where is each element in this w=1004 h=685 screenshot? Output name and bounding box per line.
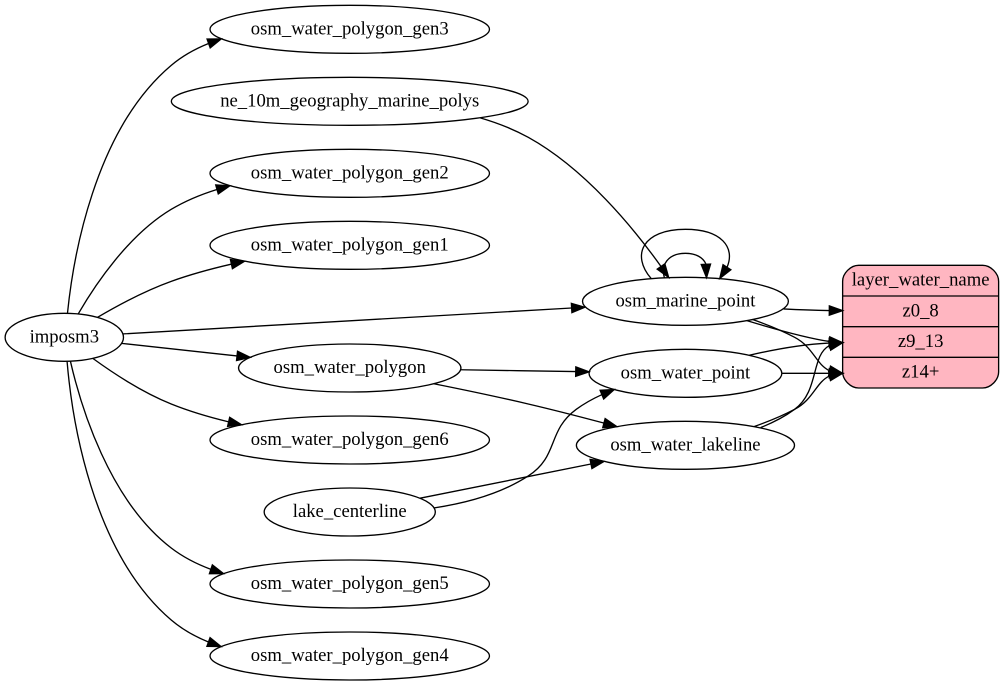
svg-text:osm_water_polygon_gen3: osm_water_polygon_gen3 (251, 18, 449, 39)
svg-text:lake_centerline: lake_centerline (293, 501, 407, 522)
svg-text:osm_water_point: osm_water_point (621, 362, 751, 383)
svg-text:osm_water_polygon_gen4: osm_water_polygon_gen4 (251, 645, 450, 666)
svg-text:osm_marine_point: osm_marine_point (615, 290, 756, 311)
svg-text:z9_13: z9_13 (898, 331, 944, 352)
svg-text:imposm3: imposm3 (30, 326, 99, 347)
svg-text:osm_water_polygon: osm_water_polygon (274, 357, 427, 378)
svg-text:osm_water_polygon_gen2: osm_water_polygon_gen2 (251, 162, 449, 183)
svg-text:z14+: z14+ (902, 362, 939, 383)
svg-text:z0_8: z0_8 (902, 300, 938, 321)
svg-text:ne_10m_geography_marine_polys: ne_10m_geography_marine_polys (220, 90, 479, 111)
svg-text:osm_water_polygon_gen6: osm_water_polygon_gen6 (251, 429, 449, 450)
svg-text:osm_water_polygon_gen1: osm_water_polygon_gen1 (251, 234, 449, 255)
svg-text:osm_water_lakeline: osm_water_lakeline (610, 434, 760, 455)
svg-text:osm_water_polygon_gen5: osm_water_polygon_gen5 (251, 573, 449, 594)
svg-text:layer_water_name: layer_water_name (852, 270, 990, 291)
